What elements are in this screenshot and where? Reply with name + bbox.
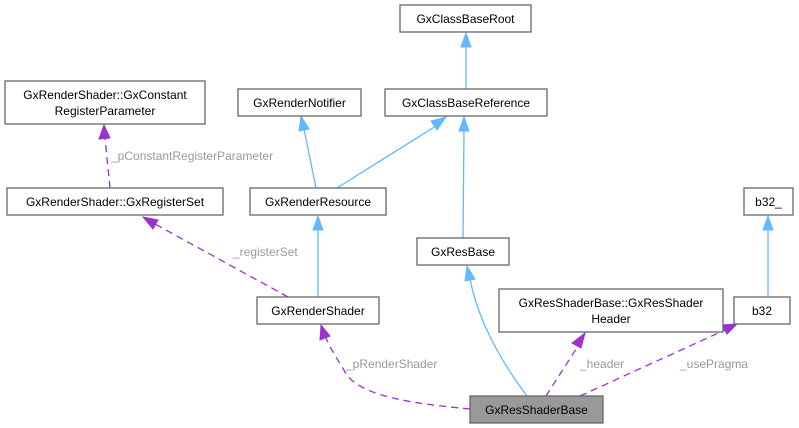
edge-resource-to-reference <box>336 116 448 189</box>
edge-resource-to-notifier <box>298 114 317 189</box>
svg-text:GxResShaderBase::GxResShader: GxResShaderBase::GxResShader <box>519 296 704 310</box>
svg-text:Header: Header <box>591 312 630 326</box>
node-gxclassbaseroot[interactable]: GxClassBaseRoot <box>399 4 532 33</box>
svg-text:GxClassBaseRoot: GxClassBaseRoot <box>416 12 515 26</box>
svg-text:b32_: b32_ <box>755 195 782 209</box>
node-gxclassbasereference[interactable]: GxClassBaseReference <box>384 88 548 117</box>
node-gxrenderresource[interactable]: GxRenderResource <box>249 187 387 216</box>
edge-label-registerset: _registerSet <box>232 245 298 259</box>
edge-shader-to-registerset <box>141 216 289 298</box>
node-gxresshaderheader[interactable]: GxResShaderBase::GxResShader Header <box>498 288 724 333</box>
node-gxresshaderbase-focus: GxResShaderBase <box>469 395 604 424</box>
edge-resbase-to-reference <box>458 115 470 239</box>
svg-text:GxRenderShader::GxConstant: GxRenderShader::GxConstant <box>23 88 187 102</box>
edge-label-pconstantregisterparameter: _pConstantRegisterParameter <box>110 149 273 163</box>
node-gxrendernotifier[interactable]: GxRenderNotifier <box>237 88 362 117</box>
svg-text:RegisterParameter: RegisterParameter <box>55 104 156 118</box>
edge-label-usepragma: _usePragma <box>679 357 748 371</box>
node-gxrendershader[interactable]: GxRenderShader <box>256 296 380 325</box>
svg-text:GxRenderResource: GxRenderResource <box>265 195 371 209</box>
edge-focus-to-resbase <box>464 264 528 397</box>
edge-focus-to-header <box>545 331 586 397</box>
edge-focus-to-b32 <box>579 323 739 397</box>
node-gxconstantregisterparameter[interactable]: GxRenderShader::GxConstant RegisterParam… <box>4 80 206 125</box>
node-gxregisterset[interactable]: GxRenderShader::GxRegisterSet <box>6 187 224 216</box>
svg-text:b32: b32 <box>752 304 772 318</box>
edge-label-prendershader: _pRenderShader <box>345 357 437 371</box>
edge-label-header: _header <box>579 357 624 371</box>
svg-text:GxClassBaseReference: GxClassBaseReference <box>402 96 530 110</box>
svg-text:GxRenderShader::GxRegisterSet: GxRenderShader::GxRegisterSet <box>26 195 205 209</box>
edge-shader-to-resource <box>312 214 324 297</box>
node-b32[interactable]: b32 <box>733 296 791 325</box>
edge-registerset-to-constparam <box>98 123 111 189</box>
svg-text:GxResShaderBase: GxResShaderBase <box>485 403 588 417</box>
edge-focus-to-shader <box>319 323 471 410</box>
svg-text:GxRenderShader: GxRenderShader <box>271 304 364 318</box>
svg-text:GxResBase: GxResBase <box>431 245 495 259</box>
edge-b32-to-b32u <box>762 214 774 297</box>
svg-text:GxRenderNotifier: GxRenderNotifier <box>253 96 346 110</box>
node-gxresbase[interactable]: GxResBase <box>416 237 510 266</box>
node-b32-underscore[interactable]: b32_ <box>743 187 794 216</box>
edge-reference-to-root <box>460 31 472 89</box>
